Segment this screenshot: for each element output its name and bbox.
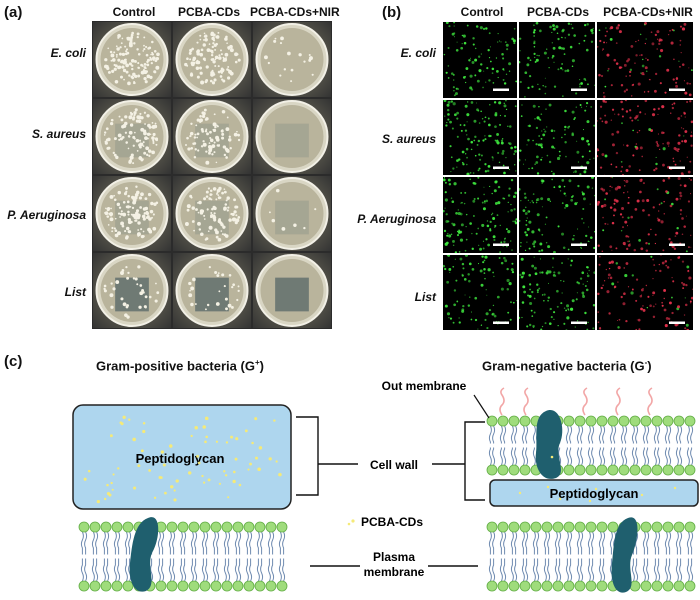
pcba-cds-dots (83, 415, 677, 504)
fluorescence-image (519, 177, 595, 253)
panel-b-row-p-aeruginosa: P. Aeruginosa (357, 212, 436, 226)
gram-negative-wall-bracket (464, 421, 485, 501)
fluorescence-image (597, 99, 693, 175)
agar-plate (93, 176, 171, 251)
agar-plate (93, 253, 171, 328)
agar-plate (253, 253, 331, 328)
out-membrane-label: Out membrane (382, 379, 467, 393)
fluorescence-image (443, 99, 517, 175)
gram-negative-peptidoglycan-box (489, 479, 699, 507)
gram-negative-title: Gram-negative bacteria (G-) (482, 358, 652, 374)
panel-a-row-p-aeruginosa: P. Aeruginosa (7, 208, 86, 222)
fluorescence-image (443, 254, 517, 330)
agar-plate (173, 22, 251, 97)
agar-plate (93, 22, 171, 97)
fluorescence-image (519, 254, 595, 330)
panel-b-row-list: List (414, 290, 436, 304)
agar-plate (253, 99, 331, 174)
panel-b-row-e-coli: E. coli (400, 46, 436, 60)
gram-positive-title: Gram-positive bacteria (G+) (96, 358, 264, 374)
panel-a-col-control: Control (112, 5, 156, 19)
out-membrane-pointer (473, 394, 490, 419)
pcba-cds-legend-dot-2 (347, 522, 351, 526)
gram-positive-peptidoglycan-label: Peptidoglycan (136, 451, 225, 466)
panel-a-col-pcba-cds-nir: PCBA-CDs+NIR (250, 5, 340, 19)
panel-a-col-pcba-cds: PCBA-CDs (177, 5, 240, 19)
gram-positive-peptidoglycan-box (72, 404, 292, 510)
panel-a-row-s-aureus: S. aureus (31, 127, 86, 141)
panel-b-row-s-aureus: S. aureus (381, 132, 436, 146)
fluorescence-image (443, 177, 517, 253)
panel-b-label: (b) (382, 4, 402, 21)
agar-plate (173, 253, 251, 328)
fluorescence-image (597, 22, 693, 98)
gram-positive-wall-bracket (296, 416, 319, 496)
panel-a-plate-grid (92, 21, 332, 329)
agar-plate (173, 99, 251, 174)
panel-a-row-list: List (64, 285, 86, 299)
agar-plate (93, 99, 171, 174)
gram-negative-outer-membrane (486, 410, 696, 479)
panel-b-fluorescence-grid (442, 21, 698, 331)
plasma-membrane-label-line2: membrane (364, 565, 425, 579)
panel-c-label: (c) (4, 353, 23, 370)
fluorescence-image (519, 22, 595, 98)
agar-plate (253, 176, 331, 251)
cell-wall-label: Cell wall (370, 458, 418, 472)
panel-b-col-pcba-cds: PCBA-CDs (526, 5, 589, 19)
pcba-cds-legend-dot (351, 519, 355, 523)
agar-plate (253, 22, 331, 97)
panel-a-row-e-coli: E. coli (50, 46, 86, 60)
panel-a-label: (a) (4, 4, 23, 21)
gram-negative-peptidoglycan-label: Peptidoglycan (550, 486, 639, 501)
panel-b-col-pcba-cds-nir: PCBA-CDs+NIR (603, 5, 693, 19)
fluorescence-image (443, 22, 517, 98)
cell-envelope-diagram: Peptidoglycan Peptidoglycan Cell wall PC… (72, 379, 699, 593)
panel-b-col-control: Control (460, 5, 504, 19)
fluorescence-image (597, 177, 693, 253)
agar-plate (173, 176, 251, 251)
gram-positive-plasma-membrane (78, 517, 288, 592)
fluorescence-image (519, 99, 595, 175)
gram-negative-plasma-membrane (486, 517, 696, 593)
plasma-membrane-label-line1: Plasma (373, 550, 415, 564)
pcba-cds-legend-label: PCBA-CDs (361, 515, 423, 529)
fluorescence-image (597, 254, 693, 330)
gram-positive-cell-wall (72, 404, 292, 510)
gram-negative-lps-chains (499, 387, 653, 416)
